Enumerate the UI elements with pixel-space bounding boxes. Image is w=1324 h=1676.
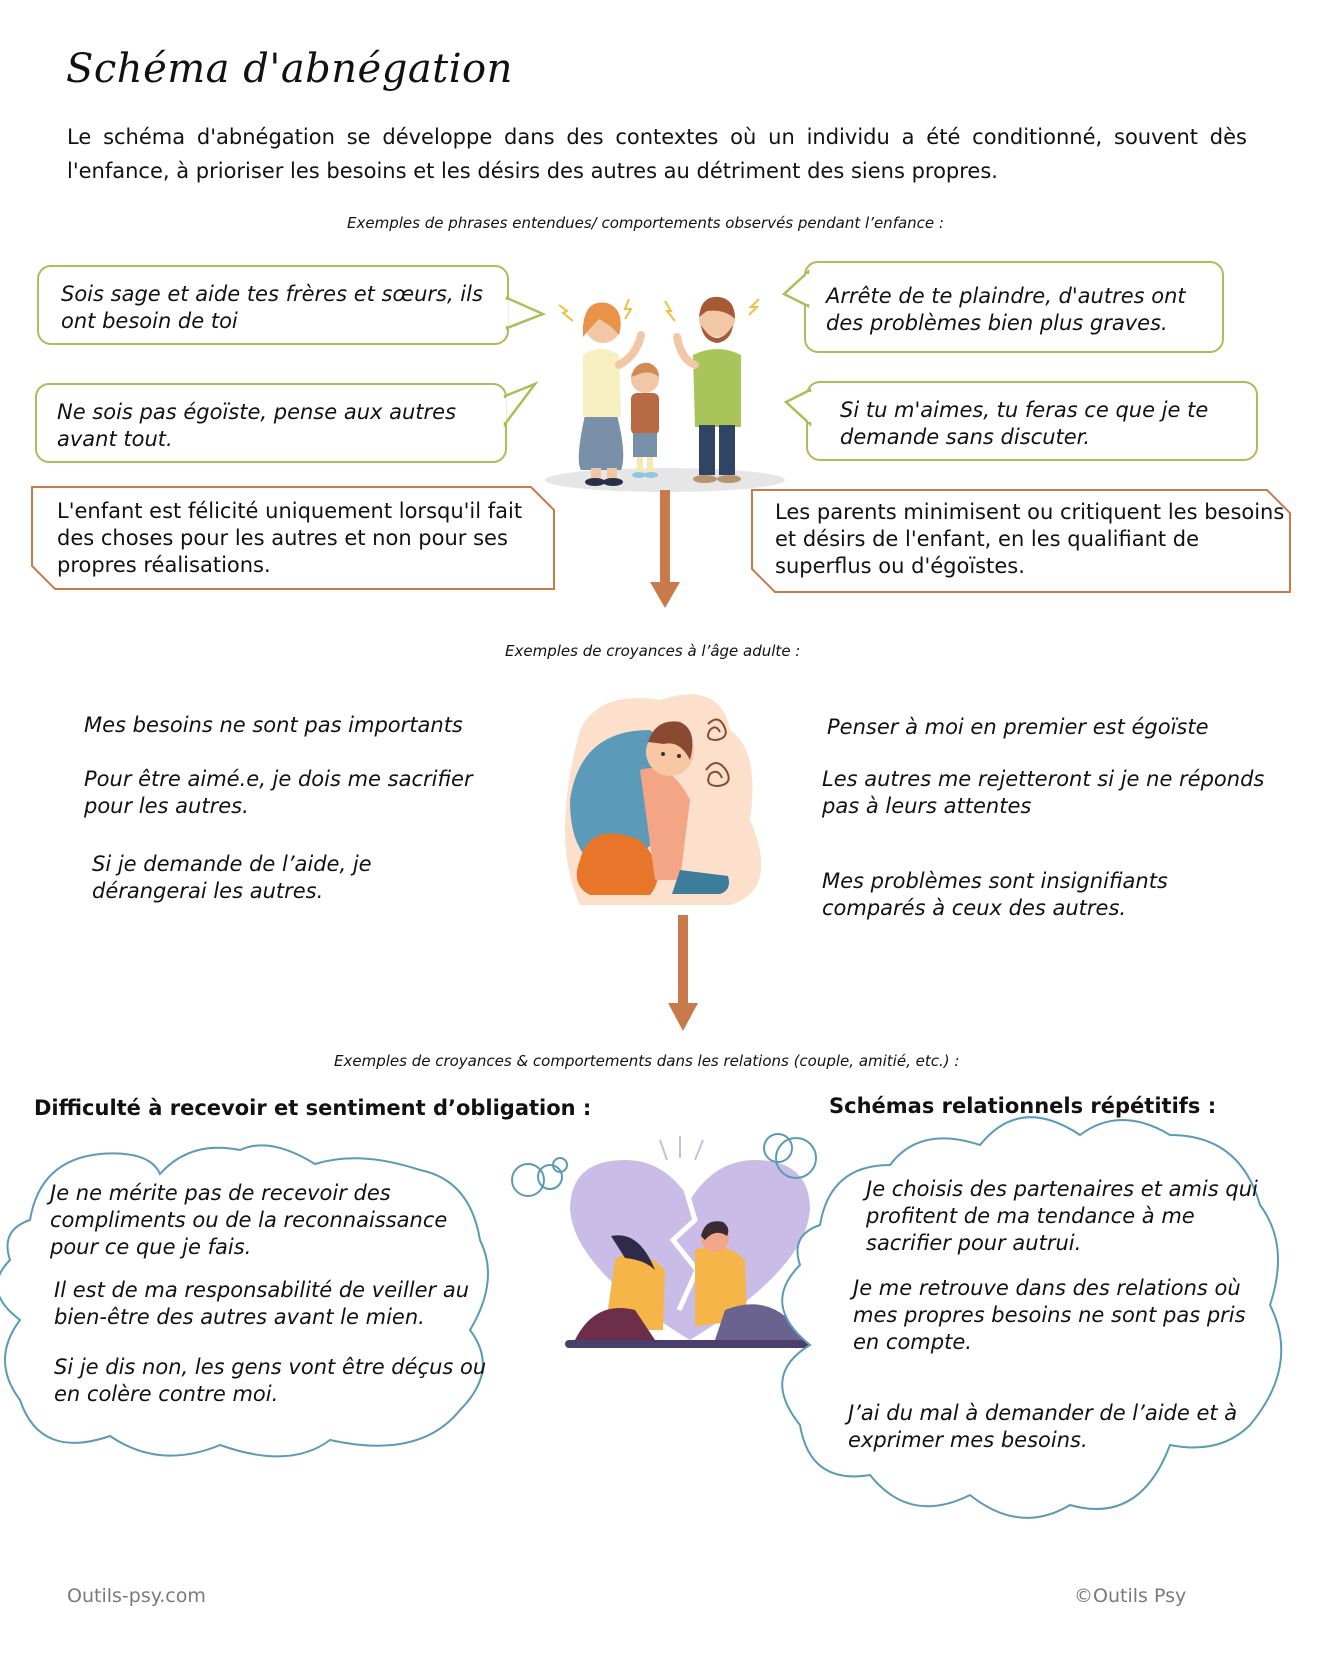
speech-bubble-left-1: Sois sage et aide tes frères et sœurs, i… [37,265,509,345]
thought-cloud-left-icon [0,1144,489,1458]
sad-person-hugging-knees-illustration [565,694,762,905]
speech-text: Arrête de te plaindre, d'autres ont des … [826,284,1186,335]
box-outline-icon [31,486,555,590]
bubble-tail-icon [781,269,810,309]
arrow-down-icon [650,490,680,608]
thought-bubbles-icon [511,1157,568,1197]
belief-right-1: Penser à moi en premier est égoïste [827,715,1209,739]
relations-left-heading: Difficulté à recevoir et sentiment d’obl… [34,1096,592,1120]
speech-text: Sois sage et aide tes frères et sœurs, i… [61,282,483,333]
bubble-tail-icon [783,387,812,427]
behavior-box-right: Les parents minimisent ou critiquent les… [751,489,1291,593]
belief-right-3: Mes problèmes sont insignifiants comparé… [822,869,1168,920]
belief-left-3: Si je demande de l’aide, je dérangerai l… [92,852,372,903]
bubble-tail-icon [504,296,547,330]
relations-right-item-1: Je choisis des partenaires et amis qui p… [866,1177,1258,1255]
thought-bubbles-icon [763,1133,817,1179]
intro-paragraph: Le schéma d'abnégation se développe dans… [67,125,1247,183]
speech-bubble-left-2: Ne sois pas égoïste, pense aux autres av… [35,383,507,463]
relations-right-heading: Schémas relationnels répétitifs : [829,1094,1217,1118]
belief-left-1: Mes besoins ne sont pas importants [84,713,463,737]
relations-caption: Exemples de croyances & comportements da… [334,1052,960,1070]
belief-right-2: Les autres me rejetteront si je ne répon… [822,767,1265,818]
relations-right-item-3: J’ai du mal à demander de l’aide et à ex… [848,1401,1238,1452]
relations-right-item-2: Je me retrouve dans des relations où mes… [853,1276,1246,1354]
footer-website: Outils-psy.com [67,1585,206,1607]
behavior-box-left: L'enfant est félicité uniquement lorsqu'… [31,486,555,590]
page-title: Schéma d'abnégation [66,46,513,92]
footer-copyright: ©Outils Psy [1074,1585,1187,1607]
speech-bubble-right-1: Arrête de te plaindre, d'autres ont des … [804,261,1224,353]
speech-text: Si tu m'aimes, tu feras ce que je te dem… [840,398,1209,449]
relations-left-item-2: Il est de ma responsabilité de veiller a… [54,1278,470,1329]
angry-parents-crying-child-illustration [545,296,785,492]
speech-text: Ne sois pas égoïste, pense aux autres av… [57,400,457,451]
speech-bubble-right-2: Si tu m'aimes, tu feras ce que je te dem… [806,381,1258,461]
behavior-text: L'enfant est félicité uniquement lorsqu'… [57,499,523,577]
adult-caption: Exemples de croyances à l’âge adulte : [505,642,801,660]
broken-heart-couple-illustration [565,1136,815,1348]
relations-left-item-1: Je ne mérite pas de recevoir des complim… [50,1181,448,1259]
bubble-tail-icon [502,381,539,428]
childhood-caption: Exemples de phrases entendues/ comportem… [347,214,944,232]
behavior-text: Les parents minimisent ou critiquent les… [775,500,1285,578]
box-outline-icon [751,489,1291,593]
arrow-down-icon [668,915,698,1031]
relations-left-item-3: Si je dis non, les gens vont être déçus … [54,1355,487,1406]
thought-cloud-right-icon [781,1116,1283,1519]
belief-left-2: Pour être aimé.e, je dois me sacrifier p… [84,767,473,818]
